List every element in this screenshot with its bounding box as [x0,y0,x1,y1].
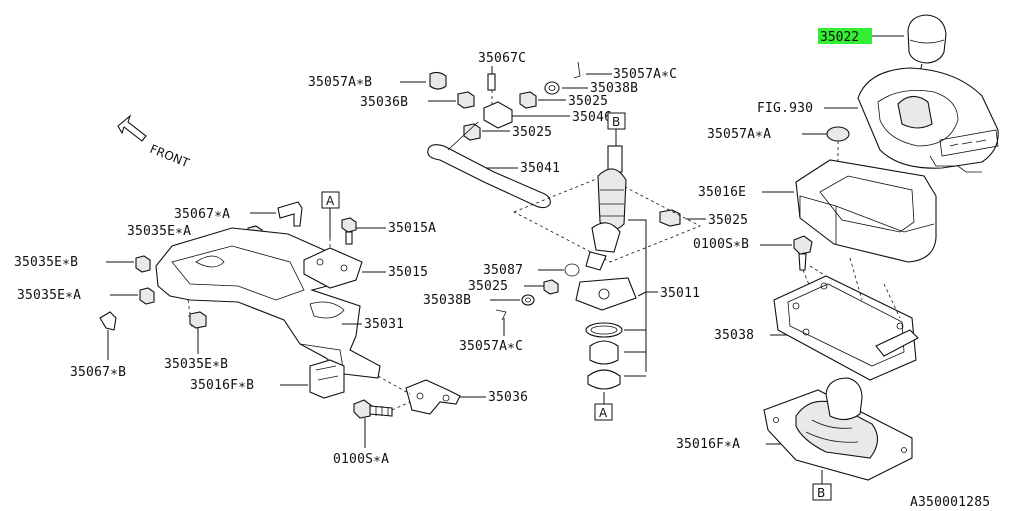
bracket-35015 [303,238,363,289]
label-35036[interactable]: 35036 [488,390,528,405]
label-35067-B[interactable]: 35067∗B [70,365,126,380]
bolt-0100S-A [353,399,411,419]
label-0100S-A[interactable]: 0100S∗A [333,452,389,467]
label-35038B-mid[interactable]: 35038B [423,293,471,308]
label-35022[interactable]: 35022 [820,30,859,45]
label-35025-top2[interactable]: 35025 [512,125,552,140]
clip-35057A-C-mid [495,309,507,321]
highlight-35022 [818,28,872,44]
rod-35041 [427,121,551,209]
ref-box-A-bottom [594,403,613,421]
ref-box-A-bottom-label: A [599,406,608,420]
label-35035E-A1[interactable]: 35035E∗A [127,224,191,239]
washer-35038B-top [544,81,560,95]
crossmember-35031 [155,227,381,379]
front-label: FRONT [148,142,192,171]
label-35036B[interactable]: 35036B [360,95,408,110]
cover-35016E [795,159,937,263]
bushing-35025-top2 [463,123,481,141]
label-35031[interactable]: 35031 [364,317,404,332]
label-35025-mid[interactable]: 35025 [468,279,508,294]
console-boot [857,67,999,173]
pin-35067-B [99,311,117,331]
bushing-35035E-A2 [139,287,155,305]
shift-knob [907,14,947,97]
bushing-35025-right [659,209,681,227]
cap-35057A-B [429,71,447,90]
label-35041[interactable]: 35041 [520,161,560,176]
label-35087[interactable]: 35087 [483,263,523,278]
label-35067-A[interactable]: 35067∗A [174,207,230,222]
label-35016F-A[interactable]: 35016F∗A [676,437,740,452]
bushing-35025-mid [543,279,559,295]
clip-35057A-C-top [573,61,581,79]
boot-35016F-A [763,377,913,481]
bolt-0100S-B [793,235,813,293]
ref-box-B-top-label: B [612,115,620,129]
label-35035E-B1[interactable]: 35035E∗B [14,255,78,270]
label-35046[interactable]: 35046 [572,110,612,125]
bushing-35036B [457,91,475,109]
label-35038[interactable]: 35038 [714,328,754,343]
ref-box-B-bottom [812,483,832,501]
pin-35067-A [277,201,303,227]
label-0100S-B[interactable]: 0100S∗B [693,237,749,252]
bushing-35035E-B1 [135,255,151,273]
shift-lever-35011 [575,145,637,390]
bolt-35015A [341,217,357,233]
label-35016F-B[interactable]: 35016F∗B [190,378,254,393]
label-35035E-B2[interactable]: 35035E∗B [164,357,228,372]
figure-code: A350001285 [910,495,990,510]
label-35016E[interactable]: 35016E [698,185,746,200]
bushing-35025-top1 [519,91,537,109]
block-35016F-B [309,359,345,399]
joint-35046 [483,101,513,129]
plug-35057A-A [826,126,850,142]
front-direction-arrow: FRONT [117,114,192,171]
label-35057A-A[interactable]: 35057A∗A [707,127,771,142]
bushing-35035E-B2 [189,311,207,329]
label-35025-top1[interactable]: 35025 [568,94,608,109]
label-fig930[interactable]: FIG.930 [757,101,813,116]
label-35011[interactable]: 35011 [660,286,700,301]
pin-35067C [487,73,496,91]
label-35067C[interactable]: 35067C [478,51,526,66]
label-35057A-C-top[interactable]: 35057A∗C [613,67,677,82]
washer-35038B-mid [521,294,535,306]
label-35057A-B[interactable]: 35057A∗B [308,75,372,90]
ref-box-B-bottom-label: B [817,486,825,500]
label-35015[interactable]: 35015 [388,265,428,280]
label-35035E-A2[interactable]: 35035E∗A [17,288,81,303]
label-35015A[interactable]: 35015A [388,221,436,236]
ring-35087 [564,263,580,277]
bracket-35036 [405,379,461,415]
ref-box-A-top-label: A [326,194,335,208]
plate-35038 [773,257,919,381]
label-35025-right[interactable]: 35025 [708,213,748,228]
label-35038B-top[interactable]: 35038B [590,81,638,96]
label-35057A-C-mid[interactable]: 35057A∗C [459,339,523,354]
